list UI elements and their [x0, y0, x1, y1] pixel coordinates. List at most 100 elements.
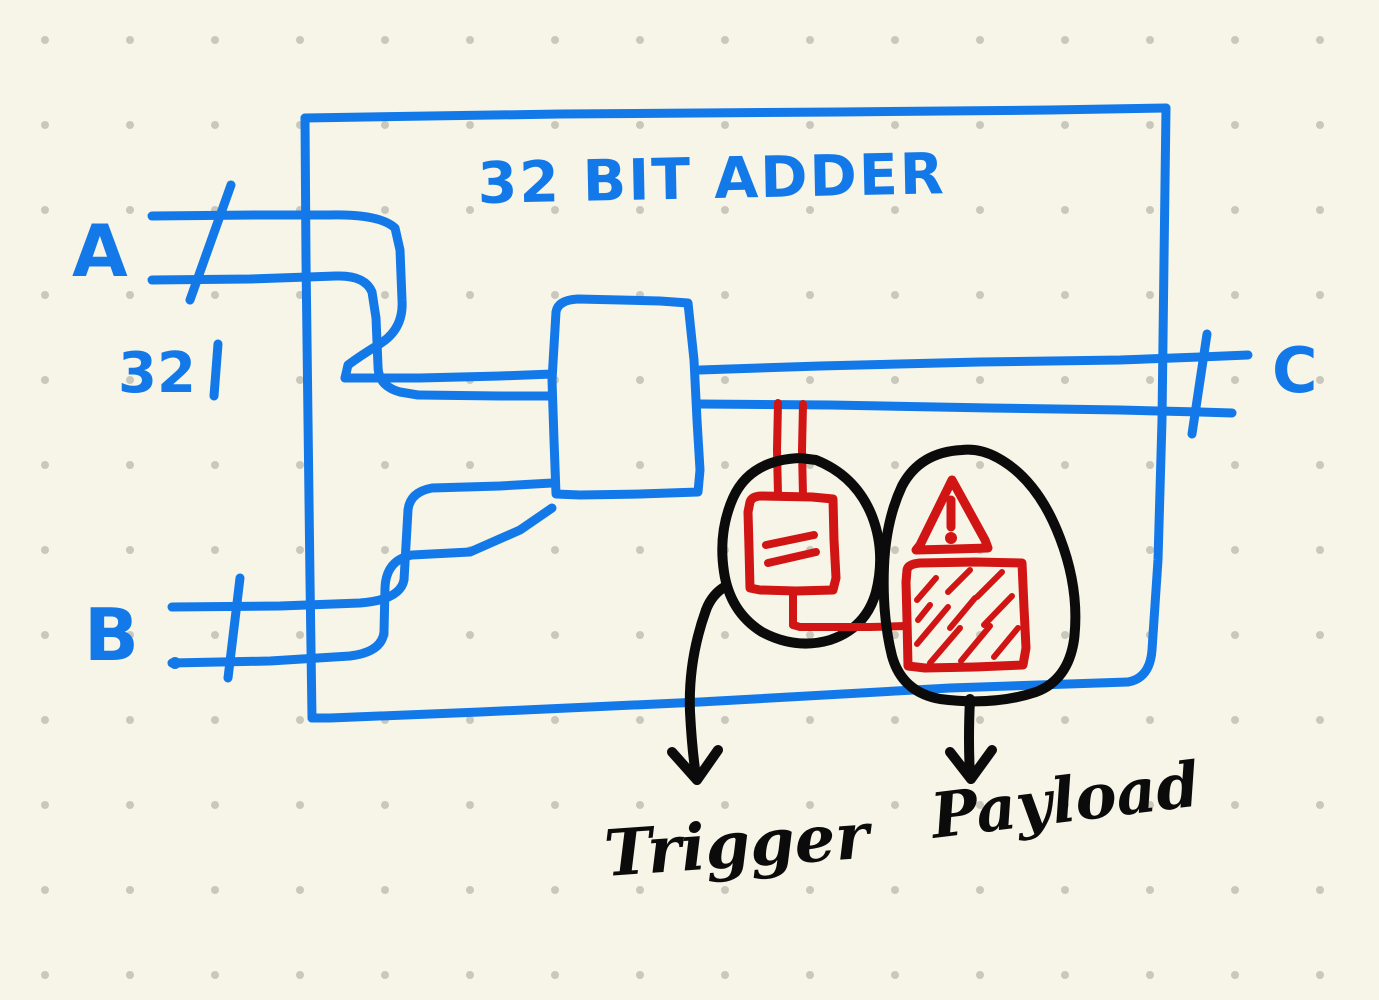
grid-dot [1146, 461, 1154, 469]
grid-dot [41, 971, 49, 979]
b-terminal-dot [169, 657, 181, 669]
grid-dot [41, 121, 49, 129]
grid-dot [41, 206, 49, 214]
grid-dot [466, 461, 474, 469]
grid-dot [1231, 376, 1239, 384]
grid-dot [1061, 971, 1069, 979]
grid-dot [721, 801, 729, 809]
grid-dot [1061, 716, 1069, 724]
grid-dot [1231, 801, 1239, 809]
grid-dot [636, 36, 644, 44]
grid-dot [721, 291, 729, 299]
grid-dot [636, 461, 644, 469]
grid-dot [126, 971, 134, 979]
grid-dot [466, 971, 474, 979]
hatch-lines [914, 567, 1021, 666]
grid-dot [976, 886, 984, 894]
grid-dot [891, 801, 899, 809]
grid-dot [466, 121, 474, 129]
grid-dot [721, 971, 729, 979]
output-bus-c [695, 329, 1253, 439]
grid-dot [1231, 546, 1239, 554]
grid-dot [636, 971, 644, 979]
grid-dot [891, 36, 899, 44]
grid-dot [551, 121, 559, 129]
grid-dot [721, 376, 729, 384]
grid-dot [1061, 801, 1069, 809]
grid-dot [1316, 801, 1324, 809]
grid-dot [806, 971, 814, 979]
grid-dot [126, 801, 134, 809]
input-label-b: B [84, 593, 139, 677]
grid-dot [1146, 36, 1154, 44]
payload-hatched-box [901, 557, 1031, 673]
grid-dot [551, 546, 559, 554]
grid-dot [891, 716, 899, 724]
grid-dot [381, 546, 389, 554]
grid-dot [1316, 886, 1324, 894]
grid-dot [721, 461, 729, 469]
bus-width-tick [209, 339, 223, 401]
grid-dot [1231, 36, 1239, 44]
grid-dot [636, 121, 644, 129]
grid-dot [466, 716, 474, 724]
grid-dot [41, 631, 49, 639]
grid-dot [381, 971, 389, 979]
grid-dot [1146, 546, 1154, 554]
grid-dot [381, 461, 389, 469]
grid-dot [551, 291, 559, 299]
grid-dot [126, 546, 134, 554]
trigger-tap-wires [773, 399, 807, 500]
grid-dot [1061, 631, 1069, 639]
grid-dot [806, 716, 814, 724]
grid-dot [296, 376, 304, 384]
grid-dot [296, 36, 304, 44]
grid-dot [1061, 206, 1069, 214]
grid-dot [551, 886, 559, 894]
grid-dot [891, 291, 899, 299]
grid-dot [806, 631, 814, 639]
grid-dot [636, 376, 644, 384]
grid-dot [211, 631, 219, 639]
grid-dot [551, 716, 559, 724]
grid-dot [636, 631, 644, 639]
grid-dot [126, 36, 134, 44]
grid-dot [1231, 291, 1239, 299]
grid-dot [1231, 206, 1239, 214]
grid-dot [891, 206, 899, 214]
grid-dot [976, 801, 984, 809]
grid-dot [721, 36, 729, 44]
grid-dot [1146, 291, 1154, 299]
grid-dot [1061, 886, 1069, 894]
grid-dot [1316, 36, 1324, 44]
grid-dot [1146, 121, 1154, 129]
grid-dot [211, 716, 219, 724]
grid-dot [891, 886, 899, 894]
grid-dot [891, 971, 899, 979]
grid-dot [1061, 291, 1069, 299]
grid-dot [806, 36, 814, 44]
grid-dot [806, 801, 814, 809]
grid-dot [1316, 291, 1324, 299]
grid-dot [126, 206, 134, 214]
grid-dot [1061, 376, 1069, 384]
grid-dot [1316, 546, 1324, 554]
grid-dot [1146, 716, 1154, 724]
grid-dot [126, 291, 134, 299]
grid-dot [1316, 631, 1324, 639]
grid-dot [211, 801, 219, 809]
grid-dot [1316, 971, 1324, 979]
grid-dot [381, 291, 389, 299]
grid-dot [211, 546, 219, 554]
grid-dot [636, 546, 644, 554]
grid-dot [381, 886, 389, 894]
grid-dot [126, 121, 134, 129]
grid-dot [41, 716, 49, 724]
grid-dot [891, 376, 899, 384]
trigger-label: Trigger [602, 798, 876, 892]
grid-dot [381, 36, 389, 44]
grid-dot [466, 886, 474, 894]
adder-core-block [547, 294, 705, 500]
